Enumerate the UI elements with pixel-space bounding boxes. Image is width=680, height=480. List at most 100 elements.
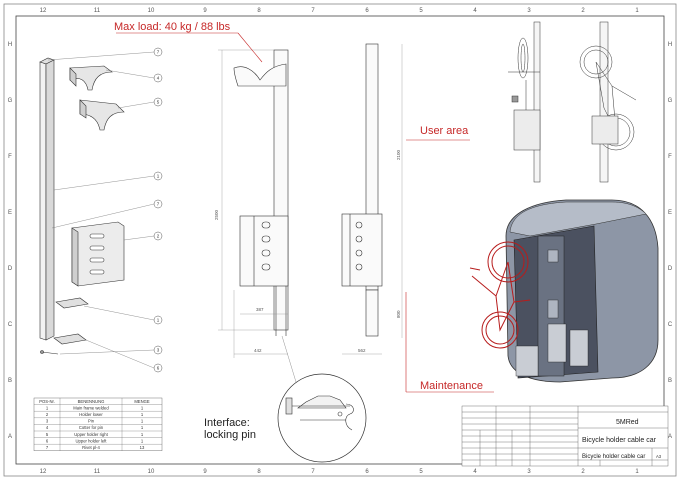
title-block-title-lower: Bicycle holder cable car [582, 454, 645, 460]
grid-column-label: 2 [581, 469, 585, 475]
bike-side-view [508, 21, 541, 183]
maintenance-annotation: Maintenance [420, 380, 483, 392]
callout-balloon [153, 73, 163, 83]
upper-holder-right [69, 65, 113, 91]
exploded-view [39, 57, 125, 355]
title-block-sheet: A3 [656, 454, 662, 459]
callout-balloon [153, 171, 163, 181]
side-view [341, 43, 383, 337]
bom-header: POS-Nr. [39, 399, 55, 404]
front-view [233, 49, 289, 336]
callout-leaders [47, 51, 155, 369]
grid-row-label: C [668, 322, 673, 328]
front-view-bracket [239, 215, 289, 287]
grid-column-label: 10 [148, 469, 155, 475]
max-load-annotation: Max load: 40 kg / 88 lbs [114, 21, 231, 33]
bom-cell: 1 [46, 405, 49, 410]
title-block-company: 5MRed [616, 419, 639, 426]
grid-column-label: 5 [419, 8, 423, 14]
grid-column-label: 6 [365, 469, 369, 475]
callout-number: 1 [157, 174, 160, 179]
grid-row-label: G [668, 98, 673, 104]
bom-header: BENENNUNG [78, 399, 105, 404]
grid-column-label: 3 [527, 469, 531, 475]
grid-column-label: 6 [365, 8, 369, 14]
callout-number: 4 [157, 76, 160, 81]
dimension-bracket-width: 387 [256, 307, 264, 312]
callout-balloon [153, 47, 163, 57]
callout-number: 5 [157, 100, 160, 105]
red-bicycle [469, 241, 531, 349]
grid-column-label: 12 [40, 8, 47, 14]
grid-row-label: C [8, 322, 13, 328]
cabin-isometric-view [505, 199, 659, 383]
grid-row-label: F [668, 154, 672, 160]
bom-cell: 13 [140, 445, 145, 450]
grid-row-label: D [8, 266, 13, 272]
callout-number: 2 [157, 234, 160, 239]
front-view-dimensions [218, 49, 288, 358]
base-plate-upper [55, 297, 89, 309]
base-plate-lower [53, 333, 87, 345]
callout-number: 6 [157, 366, 160, 371]
dimension-lower-height: 800 [396, 310, 401, 318]
upper-holder-left [79, 99, 125, 131]
dimension-front-height: 2500 [214, 209, 219, 220]
grid-row-label: A [8, 434, 12, 440]
callout-number: 7 [157, 50, 160, 55]
user-area-annotation: User area [420, 125, 469, 137]
bom-cell: 1 [141, 419, 144, 424]
cabin-top [509, 201, 647, 237]
grid-row-label: A [668, 434, 672, 440]
grid-row-label: F [8, 154, 12, 160]
grid-column-label: 1 [635, 469, 639, 475]
detail-view-locking-pin [285, 395, 354, 431]
grid-column-label: 8 [257, 8, 261, 14]
bom-cell: Cotter for pin [79, 425, 104, 430]
bom-cell: Holder lower [79, 412, 103, 417]
title-block-title-upper: Bicycle holder cable car [582, 437, 657, 444]
front-view-hook [233, 63, 287, 87]
detail-view-circle [277, 373, 367, 463]
bom-cell: 1 [141, 432, 144, 437]
grid-column-label: 5 [419, 469, 423, 475]
callout-number: 1 [157, 318, 160, 323]
grid-row-label: E [668, 210, 672, 216]
bom-cell: 1 [141, 438, 144, 443]
main-frame-post-body [39, 61, 47, 341]
bom-cell: 1 [141, 405, 144, 410]
grid-row-label: H [8, 42, 12, 48]
bom-cell: Main frame welded [73, 405, 109, 410]
bom-cell: 5 [46, 432, 49, 437]
side-view-base [365, 289, 379, 337]
grid-row-label: H [668, 42, 672, 48]
grid-column-label: 4 [473, 469, 477, 475]
grid-column-label: 2 [581, 8, 585, 14]
callout-balloon [153, 231, 163, 241]
grid-row-label: B [8, 378, 12, 384]
grid-column-label: 9 [203, 8, 207, 14]
bom-cell: Rivet pl-4 [82, 445, 100, 450]
title-block [461, 405, 669, 467]
bom-cell: 3 [46, 419, 49, 424]
drawing-border-inner [15, 15, 665, 465]
bom-cell: 7 [46, 445, 49, 450]
bom-cell: Upper holder right [74, 432, 108, 437]
bom-cell: 1 [141, 425, 144, 430]
grid-column-label: 4 [473, 8, 477, 14]
grid-column-label: 8 [257, 469, 261, 475]
pin [41, 351, 59, 355]
grid-row-label: G [8, 98, 13, 104]
bike-front-view [579, 21, 637, 183]
dimension-base-width: 442 [254, 348, 262, 353]
grid-column-label: 11 [94, 8, 101, 14]
bom-header: MENGE [134, 399, 150, 404]
dimension-side-depth: 562 [358, 348, 366, 353]
grid-column-label: 7 [311, 8, 315, 14]
bom-cell: 6 [46, 438, 49, 443]
